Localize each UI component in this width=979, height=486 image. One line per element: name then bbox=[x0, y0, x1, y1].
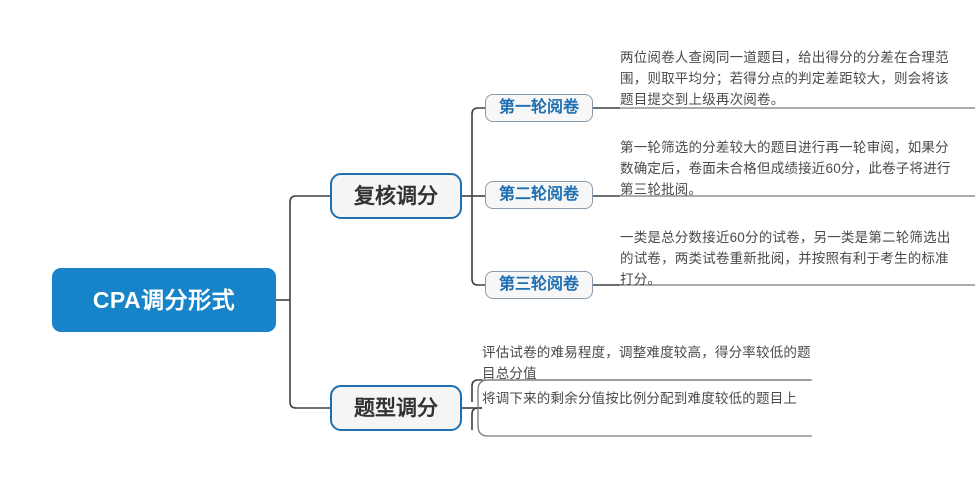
branch-node-label: 题型调分 bbox=[354, 396, 438, 420]
round-description-first: 两位阅卷人查阅同一道题目，给出得分的分差在合理范围，则取平均分；若得分点的判定差… bbox=[620, 50, 949, 107]
round-node-first[interactable]: 第一轮阅卷 bbox=[485, 94, 593, 122]
round-node-label: 第三轮阅卷 bbox=[498, 276, 579, 293]
branch-node-label: 复核调分 bbox=[354, 184, 438, 208]
round-description-third: 一类是总分数接近60分的试卷，另一类是第二轮筛选出的试卷，两类试卷重新批阅，并按… bbox=[620, 230, 951, 287]
branch-node-tixing-tiaofen[interactable]: 题型调分 bbox=[330, 385, 462, 431]
round-node-label: 第一轮阅卷 bbox=[498, 99, 579, 116]
root-node[interactable]: CPA调分形式 bbox=[52, 268, 276, 332]
round-node-label: 第二轮阅卷 bbox=[498, 186, 579, 203]
round-node-third[interactable]: 第三轮阅卷 bbox=[485, 271, 593, 299]
tixing-note-first: 评估试卷的难易程度，调整难度较高，得分率较低的题目总分值 bbox=[482, 345, 811, 381]
tixing-note-second: 将调下来的剩余分值按比例分配到难度较低的题目上 bbox=[482, 391, 798, 406]
round-description-second: 第一轮筛选的分差较大的题目进行再一轮审阅，如果分数确定后，卷面未合格但成绩接近6… bbox=[620, 140, 951, 197]
root-node-label: CPA调分形式 bbox=[92, 286, 236, 313]
branch-node-fuhe-tiaofen[interactable]: 复核调分 bbox=[330, 173, 462, 219]
connector-branch1-bracket bbox=[471, 379, 482, 430]
round-node-second[interactable]: 第二轮阅卷 bbox=[485, 181, 593, 209]
connector-branch0-bracket bbox=[471, 107, 485, 286]
connector-root-bracket bbox=[289, 195, 330, 409]
